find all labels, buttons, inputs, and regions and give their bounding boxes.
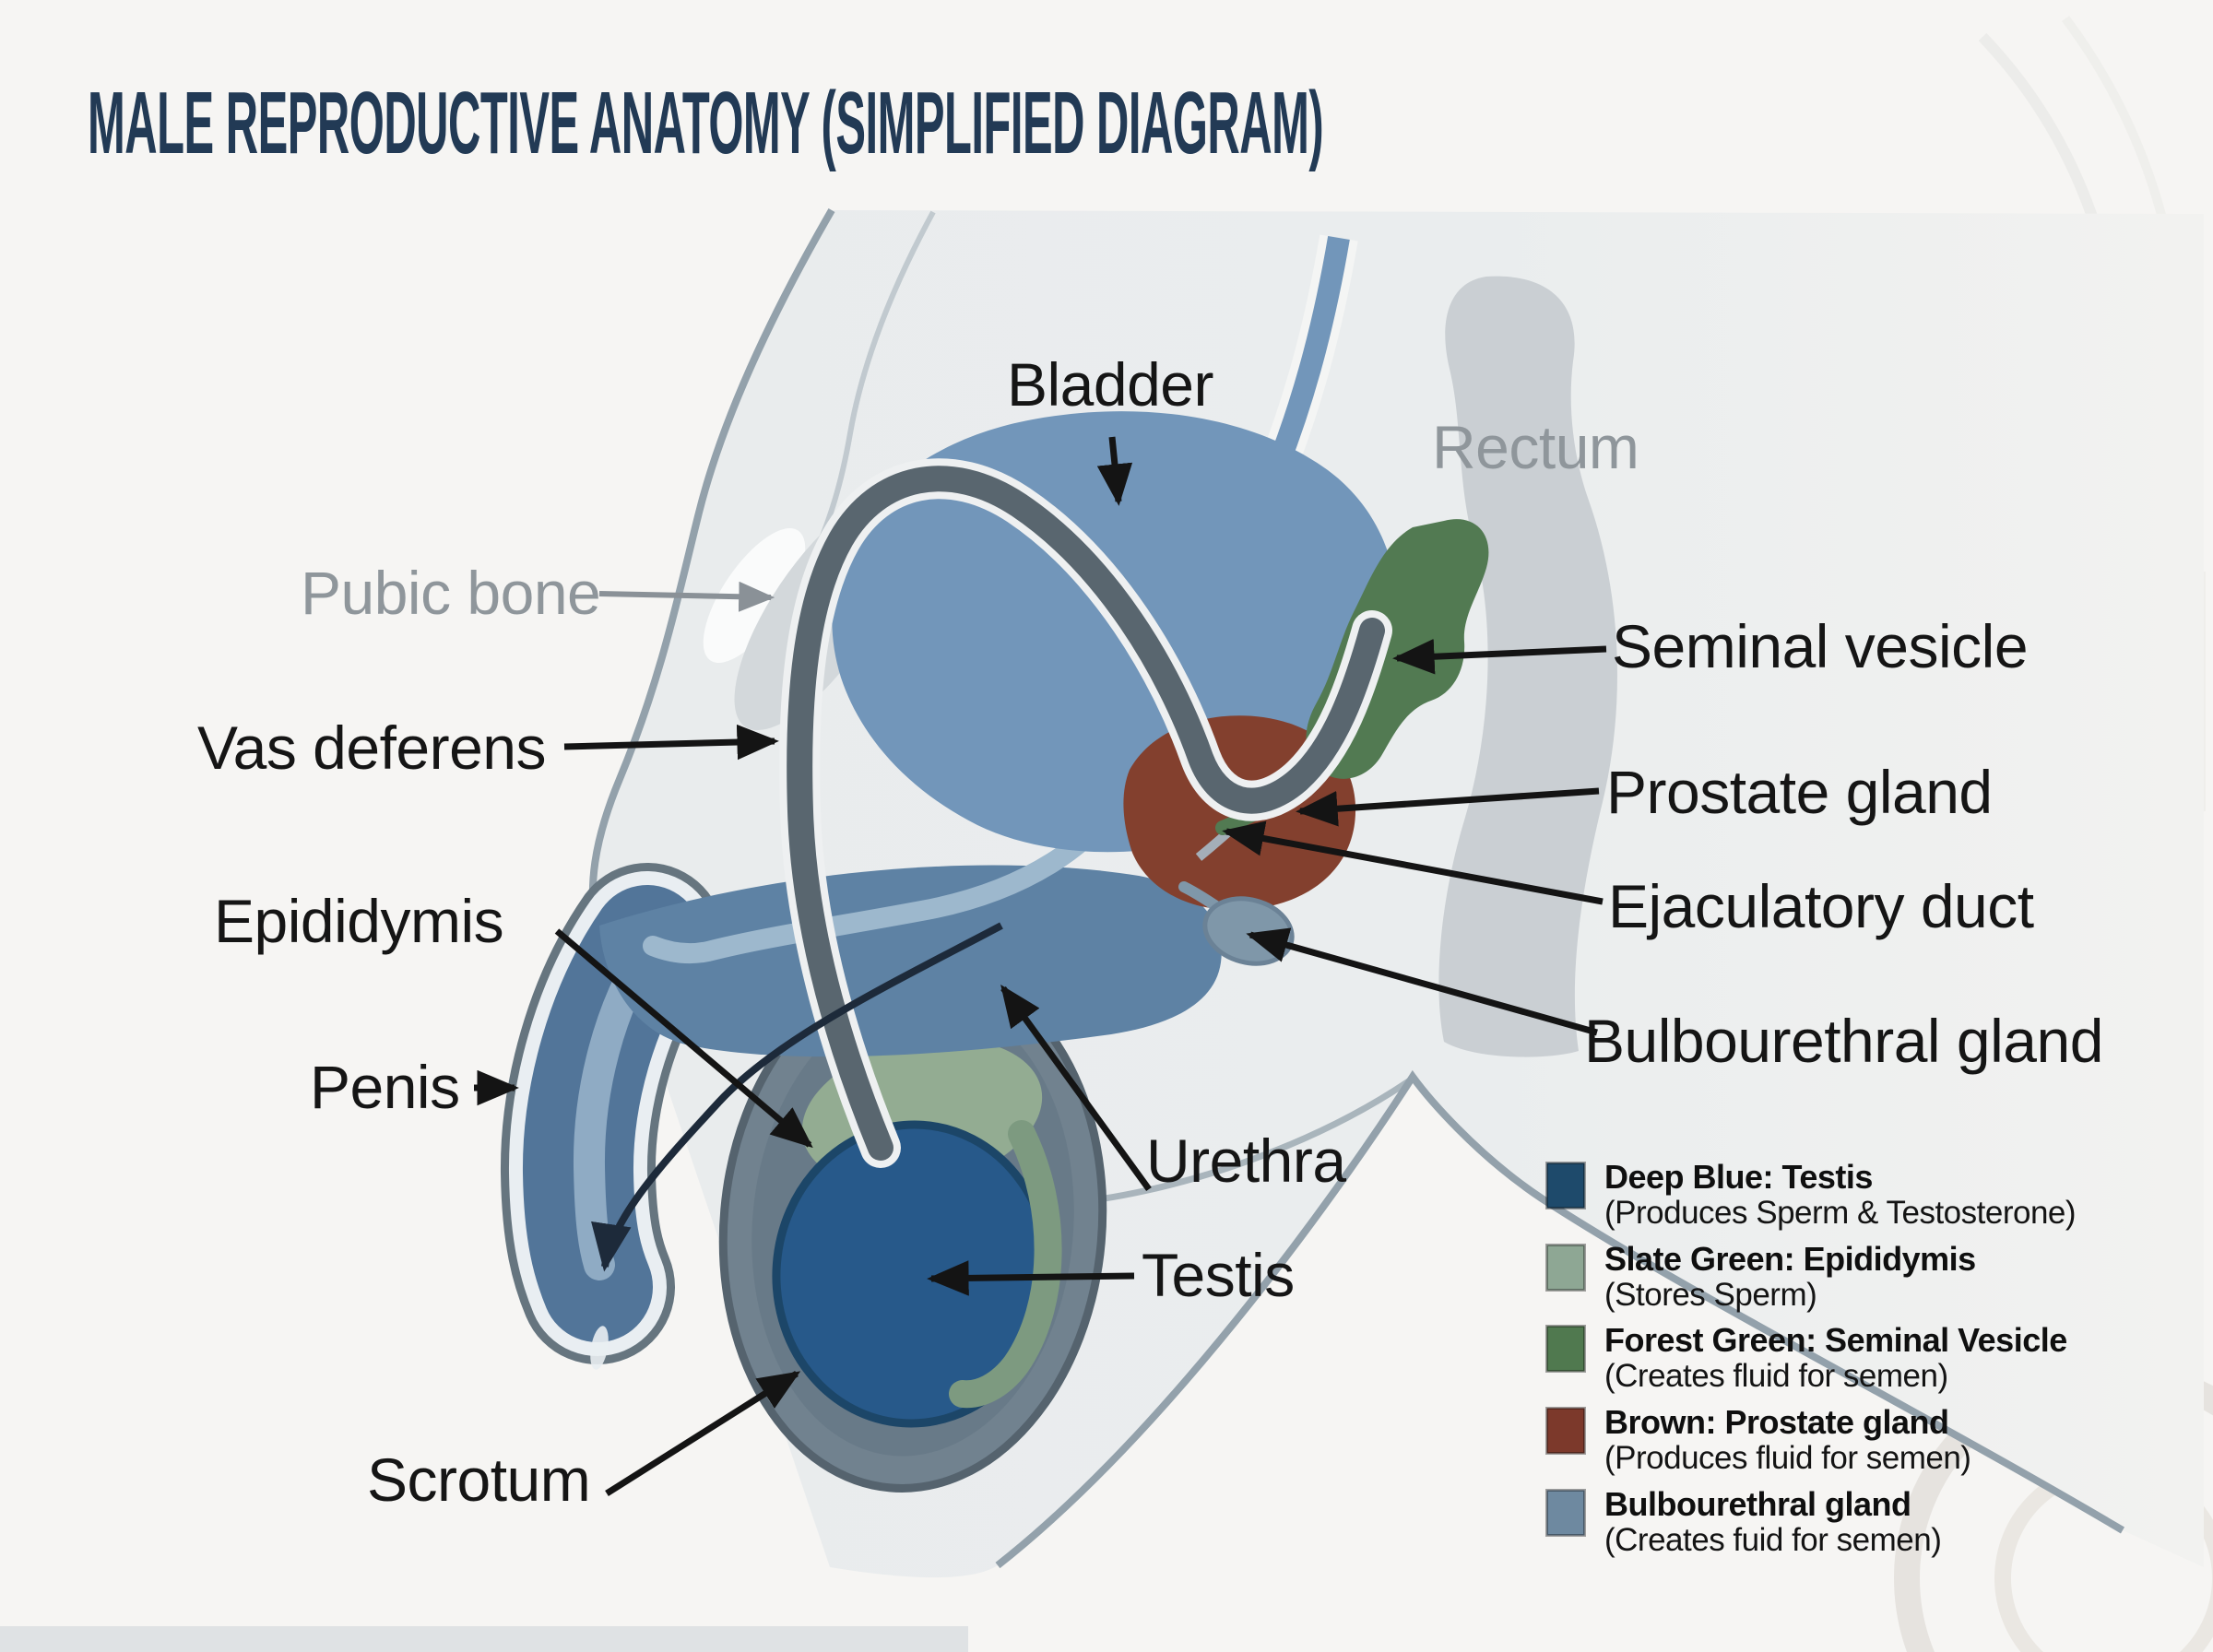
arrow-scrotum bbox=[605, 1371, 801, 1496]
swatch-rect bbox=[1545, 1488, 1586, 1537]
arrow-bulbourethral bbox=[1246, 927, 1598, 1036]
abdomen-inner-line bbox=[812, 210, 936, 557]
swatch-rect bbox=[1545, 1162, 1586, 1210]
label-urethra: Urethra bbox=[1146, 1127, 1346, 1195]
arrow-pubic-bone bbox=[598, 581, 775, 612]
color-legend: Deep Blue: Testis (Produces Sperm & Test… bbox=[1545, 1158, 2191, 1568]
page-title: MALE REPRODUCTIVE ANATOMY (SIMPLIFIED DI… bbox=[88, 74, 1324, 172]
legend-text-block: Bulbourethral gland (Creates fuid for se… bbox=[1604, 1484, 1942, 1558]
arrow-seminal-vesicle bbox=[1392, 638, 1607, 675]
legend-text-block: Deep Blue: Testis (Produces Sperm & Test… bbox=[1604, 1158, 2077, 1231]
legend-item-description: (Produces Sperm & Testosterone) bbox=[1604, 1194, 2077, 1231]
rectum-shape bbox=[1438, 276, 1617, 1057]
legend-item-description: (Stores Sperm) bbox=[1604, 1276, 1817, 1313]
label-testis: Testis bbox=[1142, 1241, 1295, 1309]
penis-shape bbox=[500, 863, 725, 1370]
arrow-prostate bbox=[1296, 787, 1600, 827]
arrow-vas-deferens bbox=[563, 724, 779, 761]
arrow-bladder bbox=[1096, 436, 1133, 506]
legend-item-epididymis: Slate Green: Epididymis (Stores Sperm) bbox=[1545, 1239, 2191, 1313]
prostate-color-swatch bbox=[1545, 1407, 1586, 1456]
label-pubic-bone: Pubic bone bbox=[301, 559, 601, 627]
flow-arrow bbox=[591, 922, 1003, 1272]
label-scrotum: Scrotum bbox=[367, 1446, 591, 1514]
label-penis: Penis bbox=[310, 1053, 460, 1121]
legend-text-block: Slate Green: Epididymis (Stores Sperm) bbox=[1604, 1239, 1976, 1313]
label-bulbourethral-gland: Bulbourethral gland bbox=[1584, 1007, 2103, 1075]
label-bladder: Bladder bbox=[1007, 350, 1214, 419]
epididymis-color-swatch bbox=[1545, 1243, 1586, 1292]
bulbourethral-color-swatch bbox=[1545, 1488, 1586, 1537]
legend-item-name: Brown: Prostate gland bbox=[1604, 1403, 1949, 1442]
label-epididymis: Epididymis bbox=[214, 887, 504, 955]
legend-item-bulbourethral: Bulbourethral gland (Creates fuid for se… bbox=[1545, 1484, 2191, 1558]
corpus-band-shape bbox=[599, 865, 1222, 1057]
label-seminal-vesicle: Seminal vesicle bbox=[1612, 612, 2029, 680]
vas-deferens-shape bbox=[779, 458, 1392, 1168]
testis-color-swatch bbox=[1545, 1162, 1586, 1210]
label-rectum: Rectum bbox=[1432, 413, 1639, 481]
swatch-rect bbox=[1545, 1325, 1586, 1374]
meatus bbox=[590, 1326, 609, 1370]
legend-item-seminal-vesicle: Forest Green: Seminal Vesicle (Creates f… bbox=[1545, 1321, 2191, 1395]
legend-item-prostate: Brown: Prostate gland (Produces fluid fo… bbox=[1545, 1403, 2191, 1476]
epididymis-tail bbox=[949, 1120, 1062, 1409]
label-ejaculatory-duct: Ejaculatory duct bbox=[1608, 872, 2034, 940]
arrow-testis bbox=[927, 1260, 1135, 1296]
arrow-epididymis bbox=[554, 928, 813, 1149]
leader-arrows bbox=[474, 436, 1607, 1496]
label-vas-deferens: Vas deferens bbox=[197, 714, 547, 782]
legend-text-block: Forest Green: Seminal Vesicle (Creates f… bbox=[1604, 1321, 2067, 1395]
legend-item-name: Slate Green: Epididymis bbox=[1604, 1239, 1976, 1278]
arrow-ejaculatory-duct bbox=[1222, 820, 1604, 905]
legend-item-testis: Deep Blue: Testis (Produces Sperm & Test… bbox=[1545, 1158, 2191, 1231]
swatch-rect bbox=[1545, 1407, 1586, 1456]
seminal-vesicle-color-swatch bbox=[1545, 1325, 1586, 1374]
legend-item-description: (Creates fuid for semen) bbox=[1604, 1521, 1942, 1558]
legend-item-description: (Produces fluid for semen) bbox=[1604, 1439, 1971, 1476]
legend-item-name: Bulbourethral gland bbox=[1604, 1484, 1911, 1523]
label-prostate-gland: Prostate gland bbox=[1606, 758, 1993, 826]
arrow-urethra bbox=[1000, 985, 1152, 1192]
legend-item-name: Forest Green: Seminal Vesicle bbox=[1604, 1321, 2067, 1360]
legend-item-description: (Creates fluid for semen) bbox=[1604, 1358, 1948, 1395]
thigh-outline bbox=[995, 1069, 2125, 1569]
swatch-rect bbox=[1545, 1243, 1586, 1292]
legend-item-name: Deep Blue: Testis bbox=[1604, 1158, 1873, 1196]
scrotum-shape bbox=[718, 960, 1107, 1493]
legend-text-block: Brown: Prostate gland (Produces fluid fo… bbox=[1604, 1403, 1971, 1476]
